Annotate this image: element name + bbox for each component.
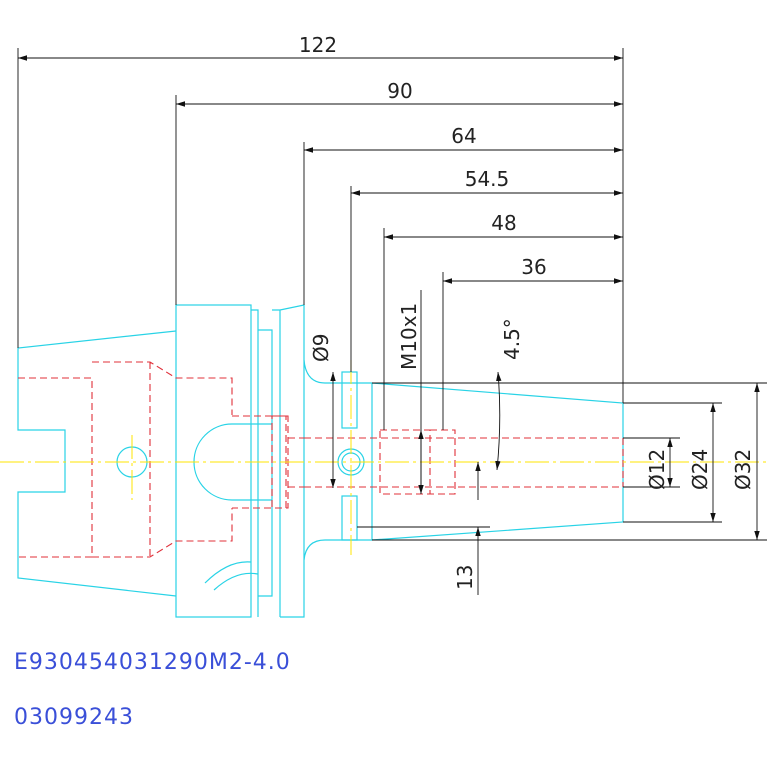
- v-groove-flange: [251, 304, 305, 618]
- dim-text-90: 90: [387, 79, 412, 103]
- dim-text-36: 36: [521, 255, 546, 279]
- dim-text-angle: 4.5°: [500, 318, 524, 360]
- hidden-lines: [18, 361, 624, 558]
- dim-text-64: 64: [451, 124, 476, 148]
- neck-outline: [303, 359, 372, 561]
- dim-text-48: 48: [491, 211, 516, 235]
- item-number-label: 03099243: [14, 705, 134, 730]
- centerlines: [0, 360, 767, 555]
- dimensions: 122 90 64 54.5 48 36 Ø9 M10x1 4.5° 13 Ø1…: [17, 33, 767, 595]
- upper-cross-hole: [341, 371, 358, 429]
- dim-text-122: 122: [299, 33, 337, 57]
- part-number-label: E930454031290M2-4.0: [14, 650, 291, 675]
- flange-lower-arc: [204, 561, 259, 591]
- dim-text-dia-24: Ø24: [688, 449, 712, 490]
- dia-extension-lines: [372, 382, 767, 541]
- dim-text-dia-12: Ø12: [645, 449, 669, 490]
- dim-arc-angle: [495, 371, 502, 471]
- shank-bore-hidden: [18, 361, 233, 558]
- lower-cross-hole: [341, 495, 358, 541]
- dim-text-thread: M10x1: [397, 303, 421, 370]
- extension-lines: [17, 48, 624, 430]
- dim-text-54-5: 54.5: [465, 167, 510, 191]
- taper-shank-outline: [17, 330, 177, 597]
- dim-text-dia-32: Ø32: [731, 449, 755, 490]
- flange-body: [175, 304, 252, 618]
- dim-text-dia-9: Ø9: [309, 334, 333, 362]
- dim-text-13: 13: [453, 565, 477, 590]
